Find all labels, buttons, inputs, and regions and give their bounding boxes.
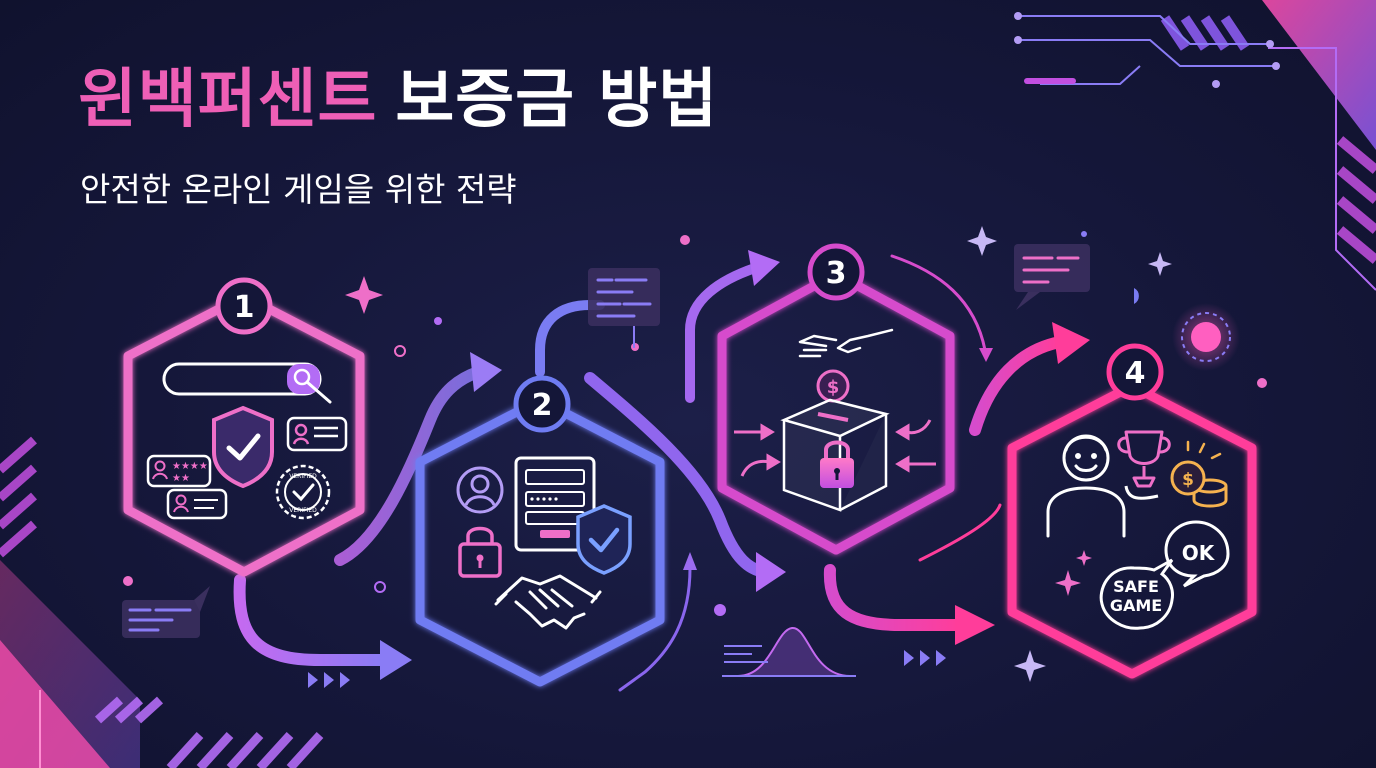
step-1-badge xyxy=(215,277,273,335)
search-bar-icon xyxy=(162,362,332,404)
top-right-corner-decoration xyxy=(1014,0,1376,291)
step-4-hexagon: 4 $ OK SA xyxy=(1007,343,1257,679)
review-stars-bubble-icon: ★★★★ ★★ xyxy=(146,454,212,488)
hand-dropping-coin-icon xyxy=(798,328,894,358)
step-4-number: 4 xyxy=(1125,356,1146,391)
step-3-hexagon: 3 $ xyxy=(717,243,955,555)
glow-orb xyxy=(1172,303,1240,371)
step-3-badge xyxy=(807,243,865,301)
flow-arrow-1-to-2 xyxy=(233,352,502,680)
ok-label: OK xyxy=(1182,541,1216,565)
title-rest: 보증금 방법 xyxy=(395,63,719,137)
inflow-arrows xyxy=(734,419,936,477)
verified-seal-icon: VERIFIED VERIFIED xyxy=(275,464,331,520)
chat-bubble-top-right xyxy=(1014,244,1090,310)
verified-seal-top-text: VERIFIED xyxy=(289,473,317,480)
shield-check-icon xyxy=(576,504,632,575)
coin-stack-symbol: $ xyxy=(1182,470,1194,490)
bell-curve-decoration xyxy=(722,627,856,677)
padlock-icon xyxy=(820,440,854,488)
step-4-badge xyxy=(1106,343,1164,401)
review-stars-row-2: ★★ xyxy=(172,473,190,484)
ok-speech-bubble: OK xyxy=(1164,520,1230,588)
page-subtitle: 안전한 온라인 게임을 위한 전략 xyxy=(80,170,517,209)
step-1-hexagon: 1 ★★★★ ★★ xyxy=(123,277,365,577)
chat-bubble-bottom-left xyxy=(122,586,210,638)
shield-check-icon xyxy=(212,405,274,489)
login-form-icon xyxy=(514,456,596,552)
review-comment-bubble-icon xyxy=(166,488,228,520)
padlock-icon xyxy=(458,526,502,578)
flow-arrow-2-to-3 xyxy=(535,250,786,692)
coin-symbol: $ xyxy=(827,377,840,398)
play-chevrons-right xyxy=(904,650,946,666)
bottom-left-corner-decoration xyxy=(0,436,324,768)
chat-bubble-top-center xyxy=(588,268,660,348)
user-avatar-icon xyxy=(456,466,504,514)
step-2-hexagon: 2 xyxy=(415,375,665,687)
step-1-number: 1 xyxy=(234,290,255,325)
flow-arrow-3-to-4 xyxy=(823,254,1090,645)
deposit-box-icon xyxy=(780,398,890,512)
sparkle-decorations xyxy=(345,226,1172,682)
step-2-number: 2 xyxy=(532,388,553,423)
coin-stack-icon: $ xyxy=(1170,440,1228,508)
step-3-number: 3 xyxy=(826,256,847,291)
title-highlight: 윈백퍼센트 xyxy=(78,63,378,137)
game-label: GAME xyxy=(1110,596,1162,615)
verified-seal-bottom-text: VERIFIED xyxy=(289,507,317,514)
trophy-icon xyxy=(1117,430,1171,500)
safe-game-speech-bubble: SAFE GAME xyxy=(1099,558,1174,630)
handshake-icon xyxy=(494,574,602,630)
coin-icon: $ xyxy=(816,369,850,403)
happy-user-icon xyxy=(1046,434,1126,538)
step-2-badge xyxy=(513,375,571,433)
safe-label: SAFE xyxy=(1113,577,1159,596)
profile-card-icon xyxy=(286,416,348,452)
play-chevrons-left xyxy=(308,672,350,688)
dot-decorations xyxy=(123,231,1267,616)
review-stars-row-1: ★★★★ xyxy=(172,461,208,472)
